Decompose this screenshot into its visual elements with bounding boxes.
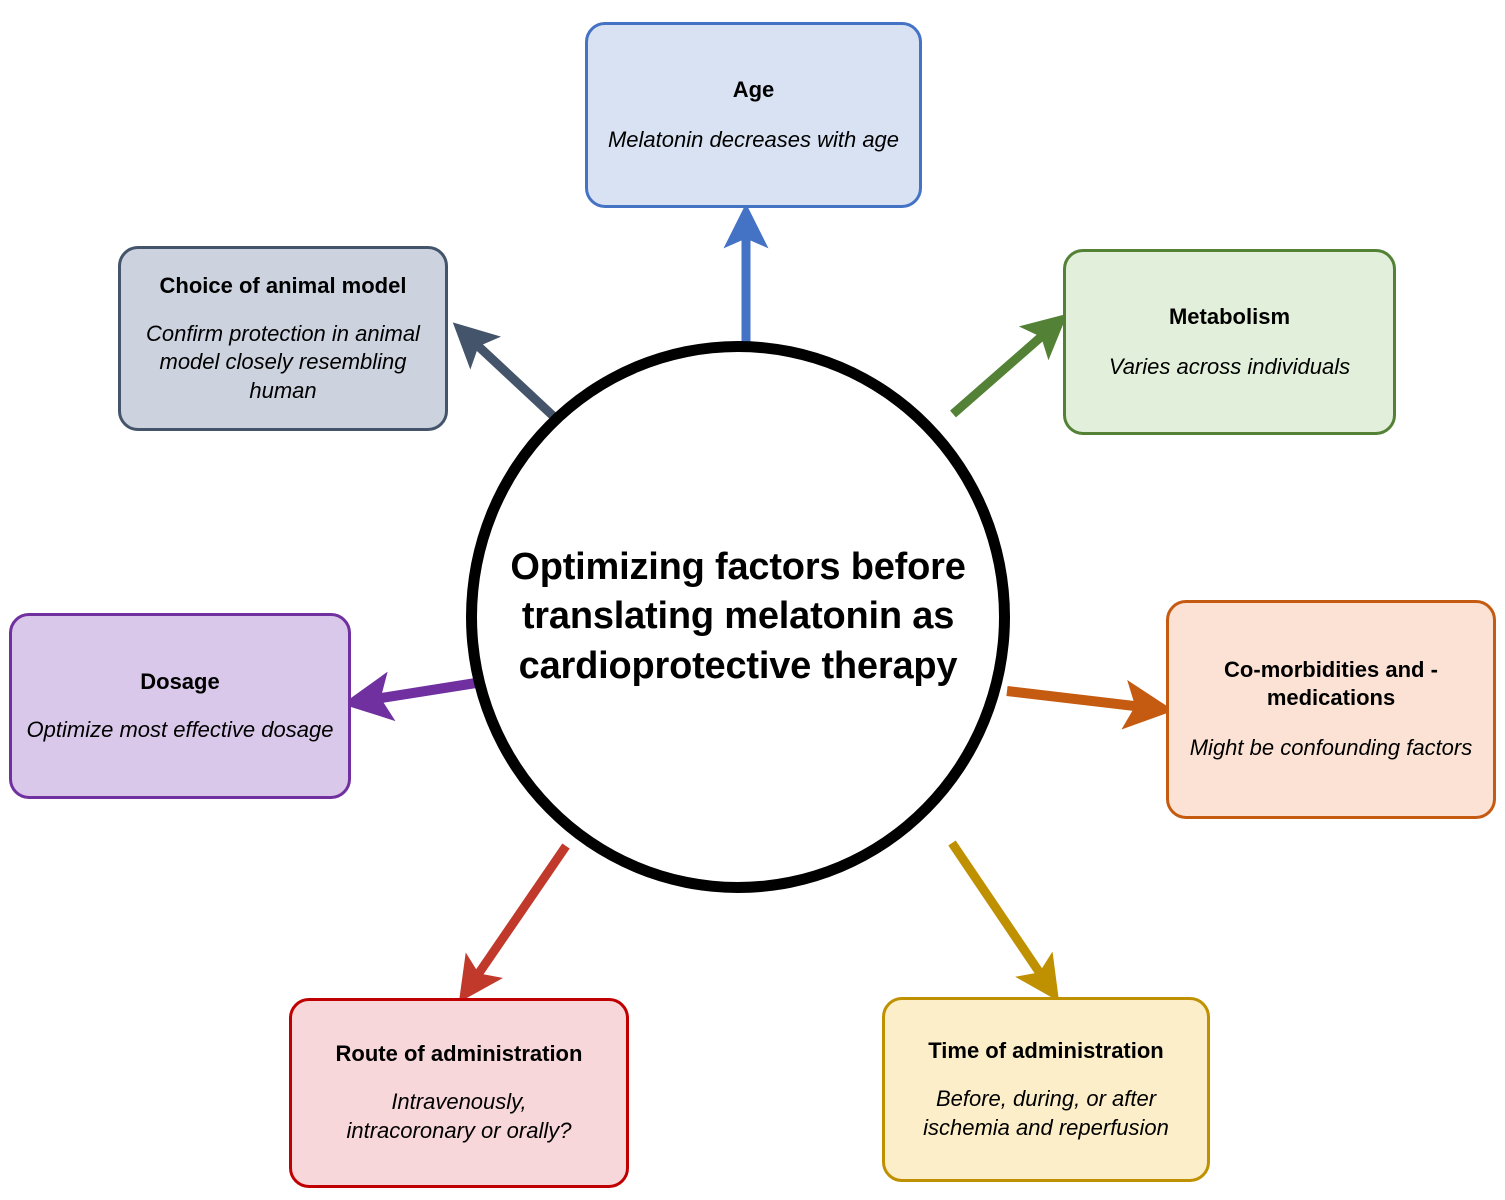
arrow-to-comorbidities	[1006, 679, 1174, 730]
node-dosage[interactable]: Dosage Optimize most effective dosage	[9, 613, 351, 799]
node-comorbidities-title: Co-morbidities and - medications	[1224, 657, 1438, 711]
node-dosage-description: Optimize most effective dosage	[26, 716, 334, 742]
center-node[interactable]: Optimizing factors before translating me…	[466, 341, 1010, 893]
arrow-to-animal-model	[452, 322, 570, 432]
node-animal-model-title: Choice of animal model	[159, 272, 407, 298]
arrow-to-route	[458, 843, 570, 1003]
arrow-to-time	[948, 840, 1060, 1002]
node-time-of-administration-title: Time of administration	[928, 1037, 1164, 1063]
node-metabolism[interactable]: Metabolism Varies across individuals	[1063, 249, 1396, 435]
center-node-label: Optimizing factors before translating me…	[510, 545, 966, 687]
node-route-of-administration[interactable]: Route of administration Intravenously, i…	[289, 998, 629, 1188]
node-comorbidities-description: Might be confounding factors	[1189, 735, 1473, 761]
node-comorbidities[interactable]: Co-morbidities and - medications Might b…	[1166, 600, 1496, 819]
node-animal-model[interactable]: Choice of animal model Confirm protectio…	[118, 246, 448, 431]
node-time-of-administration-description: Before, during, or after ischemia and re…	[923, 1085, 1169, 1140]
node-animal-model-description: Confirm protection in animal model close…	[146, 320, 420, 403]
node-dosage-title: Dosage	[140, 668, 220, 694]
arrow-to-dosage	[342, 671, 477, 722]
node-age[interactable]: Age Melatonin decreases with age	[585, 22, 922, 208]
node-time-of-administration[interactable]: Time of administration Before, during, o…	[882, 997, 1210, 1182]
node-metabolism-description: Varies across individuals	[1108, 353, 1351, 379]
arrow-to-metabolism	[950, 313, 1068, 418]
node-route-of-administration-title: Route of administration	[335, 1041, 583, 1067]
node-metabolism-title: Metabolism	[1168, 303, 1291, 329]
node-age-title: Age	[732, 76, 775, 102]
node-route-of-administration-description: Intravenously, intracoronary or orally?	[346, 1089, 572, 1144]
node-age-description: Melatonin decreases with age	[607, 126, 900, 152]
